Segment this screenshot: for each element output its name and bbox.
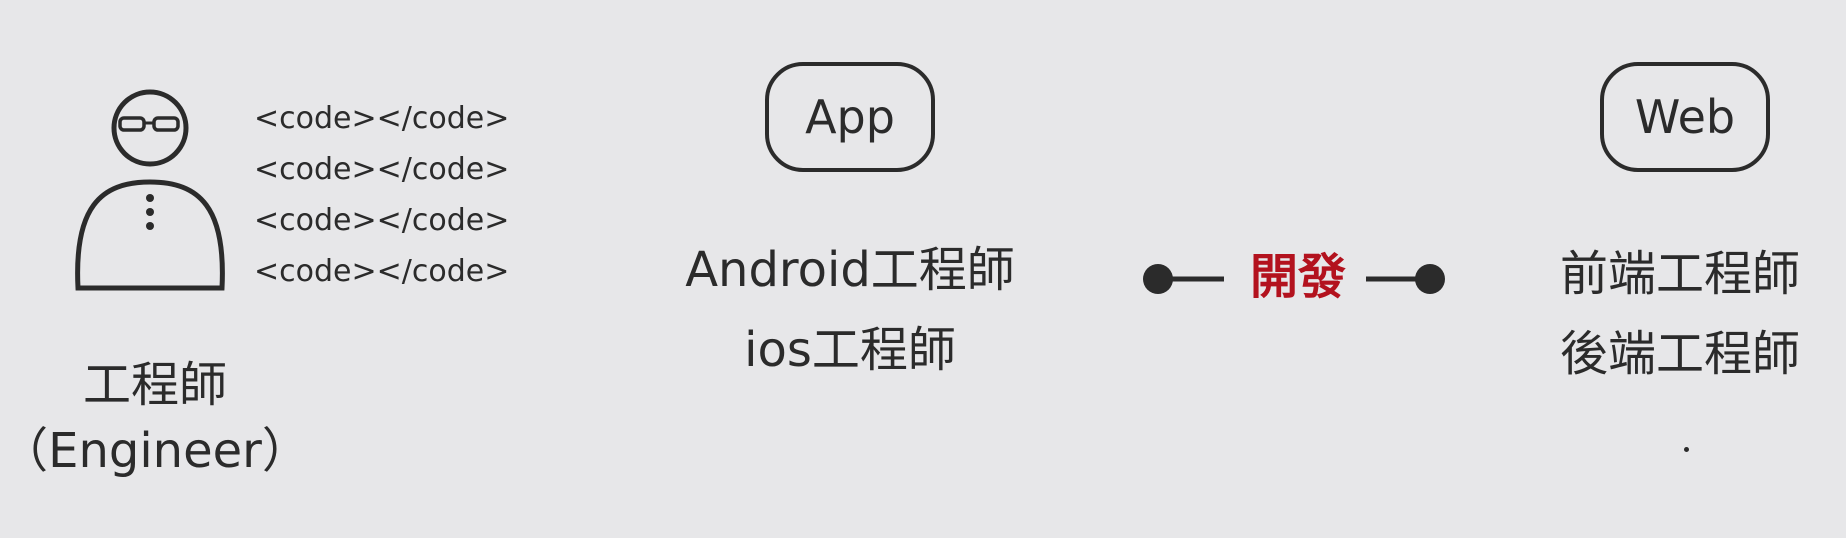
code-line: <code></code> <box>254 152 510 187</box>
code-line: <code></code> <box>254 254 510 289</box>
develop-connector <box>1143 264 1445 294</box>
code-line: <code></code> <box>254 203 510 238</box>
connector-end-dot <box>1415 264 1445 294</box>
engineer-label-zh: 工程師 <box>82 357 227 413</box>
role-frontend-engineer: 前端工程師 <box>1559 246 1800 302</box>
web-role-list: 前端工程師 後端工程師 <box>1530 234 1830 394</box>
small-dot <box>1684 447 1689 452</box>
code-line: <code></code> <box>254 101 510 136</box>
role-backend-engineer: 後端工程師 <box>1559 326 1800 382</box>
develop-label: 開發 <box>1249 249 1346 305</box>
role-android-engineer: Android工程師 <box>685 242 1015 298</box>
app-badge: App <box>765 62 935 172</box>
engineer-label: 工程師 （Engineer） <box>0 352 310 484</box>
code-lines: <code></code> <code></code> <code></code… <box>254 93 509 297</box>
engineer-person-icon <box>75 89 225 291</box>
app-role-list: Android工程師 ios工程師 <box>660 230 1040 390</box>
engineer-label-en: （Engineer） <box>0 423 310 479</box>
web-badge: Web <box>1600 62 1770 172</box>
role-ios-engineer: ios工程師 <box>744 322 956 378</box>
